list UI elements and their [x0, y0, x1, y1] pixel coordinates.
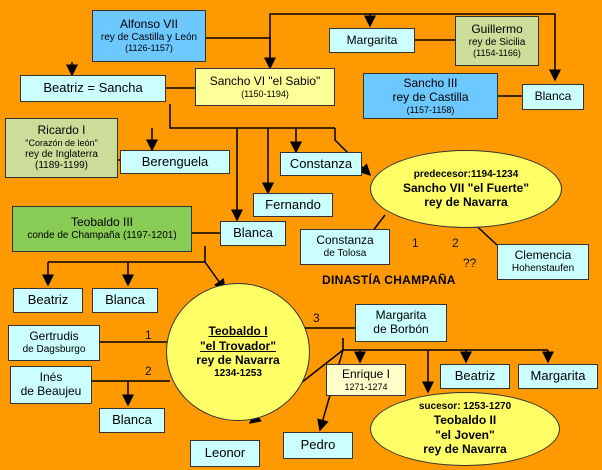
- guillermo-box: Guillermo rey de Sicilia (1154-1166): [455, 16, 539, 66]
- marriage-label-2: 2: [452, 236, 459, 250]
- constanza-mid-name: Constanza: [289, 155, 353, 171]
- guillermo-years: (1154-1166): [473, 48, 521, 59]
- beatriz-left-box: Beatriz: [13, 288, 83, 313]
- blanca-left-box: Blanca: [92, 288, 158, 313]
- sancho-iii-box: Sancho III rey de Castilla (1157-1158): [363, 73, 498, 119]
- sancho6-years: (1150-1194): [241, 88, 289, 99]
- margarita-right-box: Margarita: [518, 364, 598, 389]
- teobaldo1-nick: "el Trovador": [199, 338, 277, 353]
- margarita-borbon-title: de Borbón: [373, 322, 429, 336]
- clemencia-name: Clemencia: [514, 248, 572, 263]
- enrique-years: 1271-1274: [344, 381, 388, 392]
- sancho7-pre: predecesor:1194-1234: [413, 168, 519, 180]
- constanza-tolosa-name: Constanza: [316, 233, 374, 248]
- alfonso-title: rey de Castilla y León: [100, 31, 198, 43]
- beatriz-right-name: Beatriz: [454, 368, 496, 384]
- blanca-mid-name: Blanca: [233, 225, 273, 241]
- clemencia-title: Hohenstaufen: [511, 263, 575, 275]
- dinastia-title: DINASTÍA CHAMPAÑA: [322, 273, 456, 287]
- margarita-borbon-name: Margarita: [375, 308, 427, 323]
- sancho-vii-ellipse: predecesor:1194-1234 Sancho VII "el Fuer…: [370, 150, 562, 228]
- blanca-left-name: Blanca: [105, 292, 145, 308]
- ines-title: de Beaujeu: [20, 384, 82, 398]
- enrique-name: Enrique I: [341, 366, 391, 381]
- blanca-top-box: Blanca: [522, 84, 584, 110]
- teobaldo1-title: rey de Navarra: [196, 353, 280, 368]
- berenguela-name: Berenguela: [141, 153, 209, 169]
- gertrudis-box: Gertrudis de Dagsburgo: [8, 325, 100, 361]
- sancho3-name: Sancho III: [403, 76, 458, 91]
- teobaldo-ii-ellipse: sucesor: 1253-1270 Teobaldo II "el Joven…: [370, 392, 560, 466]
- teobaldo2-pre: sucesor: 1253-1270: [418, 401, 512, 413]
- blanca-bottom-name: Blanca: [112, 412, 152, 428]
- teobaldo2-nick: "el Joven": [435, 427, 495, 442]
- gertrudis-name: Gertrudis: [29, 329, 79, 344]
- ines-box: Inés de Beaujeu: [10, 366, 92, 404]
- beatriz-left-name: Beatriz: [27, 292, 69, 308]
- constanza-tolosa-title: de Tolosa: [323, 248, 367, 260]
- pedro-name: Pedro: [300, 437, 336, 453]
- margarita-right-name: Margarita: [530, 368, 586, 384]
- teobaldo1-years: 1234-1253: [214, 367, 262, 379]
- ricardo-title: rey de Inglaterra: [25, 148, 98, 160]
- alfonso-name: Alfonso VII: [119, 17, 179, 32]
- beatriz-right-box: Beatriz: [440, 364, 510, 389]
- ricardo-name: Ricardo I: [37, 123, 86, 138]
- guillermo-title: rey de Sicilia: [468, 36, 526, 48]
- blanca-mid-box: Blanca: [220, 221, 286, 246]
- marriage-label-3: 3: [313, 311, 320, 325]
- gertrudis-title: de Dagsburgo: [22, 344, 86, 356]
- berenguela-box: Berenguela: [120, 150, 230, 174]
- fernando-box: Fernando: [253, 193, 333, 217]
- alfonso-vii-box: Alfonso VII rey de Castilla y León (1126…: [92, 10, 206, 62]
- teobaldo1-name: Teobaldo I: [208, 324, 268, 339]
- sancho-vi-box: Sancho VI "el Sabio" (1150-1194): [195, 68, 335, 106]
- pedro-box: Pedro: [283, 432, 353, 459]
- ricardo-nick: "Corazón de león": [25, 138, 98, 149]
- margarita-top-name: Margarita: [346, 32, 398, 47]
- marriage-label-1: 1: [412, 236, 419, 250]
- teobaldo3-name: Teobaldo III: [70, 215, 134, 230]
- sancho3-years: (1157-1158): [406, 104, 455, 115]
- sancho7-title: rey de Navarra: [424, 195, 508, 209]
- teobaldo2-title: rey de Navarra: [423, 442, 507, 457]
- teobaldo-marriage-2: 2: [145, 364, 152, 378]
- leonor-box: Leonor: [190, 440, 260, 467]
- blanca-bottom-box: Blanca: [99, 408, 165, 433]
- constanza-tolosa-box: Constanza de Tolosa: [300, 229, 390, 265]
- beatriz-sancha-name: Beatriz = Sancha: [43, 80, 143, 96]
- ricardo-years: (1189-1199): [35, 160, 88, 172]
- alfonso-years: (1126-1157): [125, 43, 173, 54]
- enrique-box: Enrique I 1271-1274: [326, 364, 406, 396]
- sancho6-name: Sancho VI "el Sabio": [209, 73, 321, 88]
- margarita-borbon-box: Margarita de Borbón: [355, 304, 447, 342]
- teobaldo-i-ellipse: Teobaldo I "el Trovador" rey de Navarra …: [166, 283, 310, 421]
- beatriz-sancha-box: Beatriz = Sancha: [20, 75, 166, 102]
- sancho7-name: Sancho VII "el Fuerte": [402, 180, 530, 195]
- teobaldo3-title: conde de Champaña (1197-1201): [27, 230, 177, 242]
- leonor-name: Leonor: [204, 445, 246, 461]
- guillermo-name: Guillermo: [471, 22, 523, 37]
- teobaldo2-name: Teobaldo II: [433, 413, 497, 428]
- ines-name: Inés: [39, 370, 63, 385]
- clemencia-box: Clemencia Hohenstaufen: [497, 244, 589, 280]
- teobaldo-marriage-1: 1: [145, 328, 152, 342]
- constanza-mid-box: Constanza: [280, 152, 362, 176]
- fernando-name: Fernando: [265, 196, 321, 212]
- uncertain-label: ??: [463, 256, 477, 270]
- blanca-top-name: Blanca: [534, 89, 572, 104]
- teobaldo-iii-box: Teobaldo III conde de Champaña (1197-120…: [12, 206, 192, 252]
- sancho3-title: rey de Castilla: [392, 89, 469, 104]
- margarita-top-box: Margarita: [329, 28, 415, 53]
- ricardo-box: Ricardo I "Corazón de león" rey de Ingla…: [5, 118, 118, 178]
